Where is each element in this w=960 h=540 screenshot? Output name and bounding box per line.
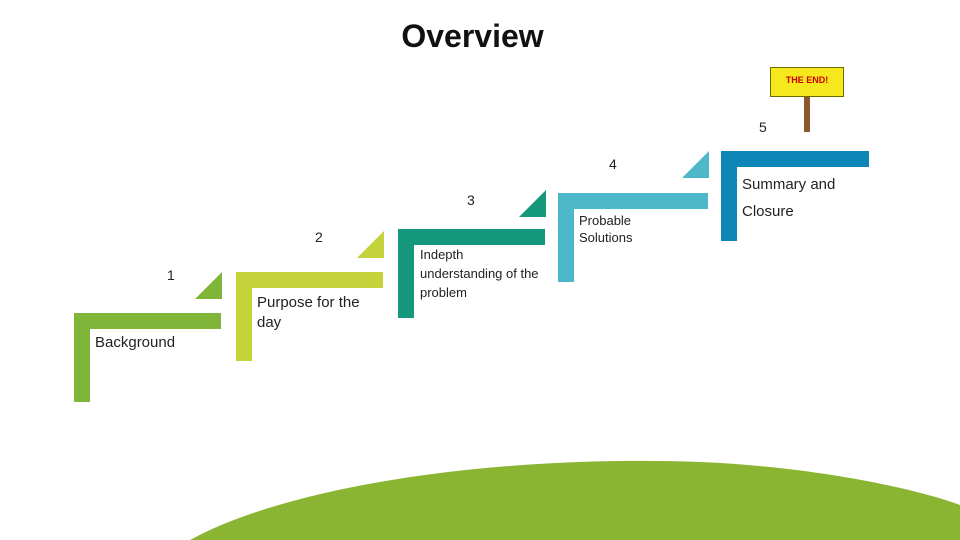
step-4-horizontal-bar (558, 193, 708, 209)
step-5-vertical-bar (721, 151, 737, 241)
step-5-label: Summary and Closure (742, 176, 836, 220)
step-4-vertical-bar (558, 193, 574, 282)
slide-title: Overview (401, 18, 544, 54)
step-4-corner-triangle (682, 151, 709, 178)
the-end-sign: THE END! (770, 67, 844, 97)
step-2-corner-triangle (357, 231, 384, 258)
step-5-horizontal-bar (721, 151, 869, 167)
step-3-number: 3 (467, 192, 475, 208)
step-1-corner-triangle (195, 272, 222, 299)
step-3-vertical-bar (398, 229, 414, 318)
step-1-label: Background (95, 334, 176, 351)
step-1-horizontal-bar (74, 313, 221, 329)
step-3-corner-triangle (519, 190, 546, 217)
step-4-number: 4 (609, 156, 617, 172)
step-5-number: 5 (759, 119, 767, 135)
step-2-label: Purpose for the day (257, 294, 360, 331)
sign-post (804, 92, 810, 132)
step-1-vertical-bar (74, 313, 90, 402)
step-1-number: 1 (167, 267, 175, 283)
step-3-label: Indepth understanding of the problem (420, 247, 539, 300)
step-2-horizontal-bar (236, 272, 383, 288)
step-2-vertical-bar (236, 272, 252, 361)
step-4-label: Probable Solutions (579, 213, 633, 245)
step-3-horizontal-bar (398, 229, 545, 245)
step-2-number: 2 (315, 229, 323, 245)
